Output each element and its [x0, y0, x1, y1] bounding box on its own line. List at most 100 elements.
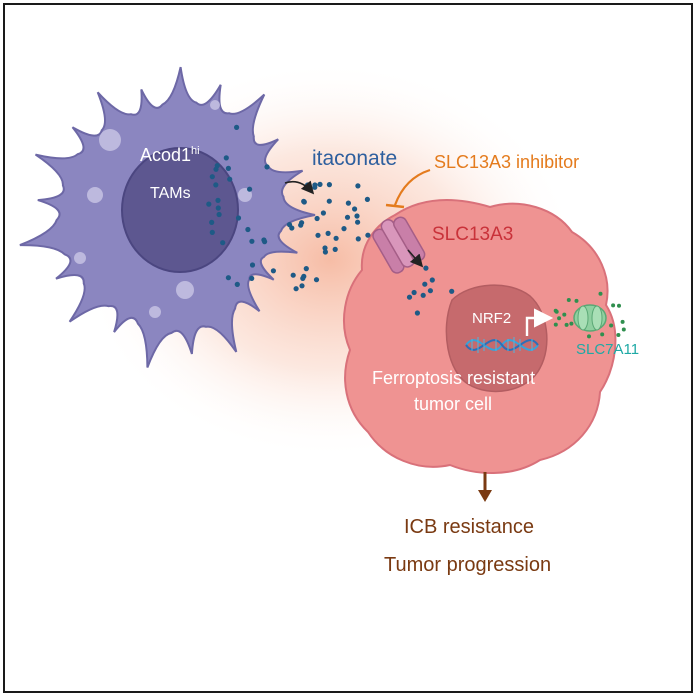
- slc7a11-cargo-dot: [598, 291, 603, 296]
- itaconate-dot: [352, 206, 358, 212]
- itaconate-dot: [215, 205, 221, 211]
- itaconate-import-arrow: [407, 249, 424, 268]
- slc7a11-cargo-dots: [553, 291, 626, 339]
- slc7a11-cargo-dot: [620, 319, 625, 324]
- itaconate-dot: [354, 213, 360, 219]
- itaconate-dot: [414, 310, 420, 316]
- slc7a11-cargo-dot: [600, 332, 605, 337]
- itaconate-dot: [333, 235, 339, 241]
- tams-label: TAMs: [150, 185, 191, 202]
- slc7a11-cargo-dot: [621, 327, 626, 332]
- itaconate-dot: [249, 238, 255, 244]
- itaconate-dot: [206, 201, 212, 207]
- slc7a11-cargo-dot: [587, 334, 591, 339]
- itaconate-dot: [406, 294, 413, 300]
- slc7a11-cargo-dot: [553, 322, 558, 327]
- itaconate-dot: [344, 214, 351, 220]
- itaconate-dot: [320, 210, 326, 216]
- slc7a11-cargo-dot: [616, 333, 621, 337]
- itaconate-dot: [213, 182, 219, 188]
- macrophage-vesicle: [87, 187, 103, 203]
- itaconate-dot: [322, 249, 328, 255]
- tumor-cell-label-line1: Ferroptosis resistant: [372, 368, 536, 388]
- acod1-text: Acod1: [140, 145, 192, 165]
- itaconate-dot: [312, 182, 318, 188]
- itaconate-dot: [423, 265, 429, 271]
- slc13a3-inhibitor-label: SLC13A3 inhibitor: [434, 152, 580, 172]
- itaconate-dot: [264, 164, 270, 170]
- acod1-superscript: hi: [191, 145, 200, 157]
- itaconate-dot: [209, 219, 215, 225]
- itaconate-dot: [322, 245, 328, 251]
- tumor-nucleus: [445, 284, 548, 393]
- itaconate-dot: [225, 165, 231, 171]
- itaconate-dot: [420, 292, 426, 298]
- itaconate-dot: [286, 222, 293, 228]
- slc7a11-cargo-dot: [557, 316, 562, 321]
- macrophage-vesicle: [99, 129, 121, 151]
- itaconate-dot: [313, 277, 320, 283]
- outcome-tumor-progression: Tumor progression: [384, 554, 552, 576]
- itaconate-dot: [214, 163, 220, 169]
- slc7a11-label: SLC7A11: [576, 341, 640, 358]
- itaconate-dot: [299, 220, 305, 226]
- outcome-arrow: [478, 472, 492, 502]
- itaconate-dot: [209, 229, 215, 235]
- inhibitor-symbol: [385, 168, 431, 209]
- itaconate-dot: [355, 183, 361, 189]
- itaconate-dot: [427, 288, 433, 294]
- slc13a3-transporter: [372, 216, 426, 274]
- itaconate-dot: [326, 198, 332, 204]
- itaconate-dot: [290, 272, 296, 278]
- itaconate-dot: [227, 176, 233, 182]
- slc7a11-cargo-dot: [553, 308, 558, 313]
- itaconate-dot: [332, 246, 338, 252]
- slc7a11-cargo-dot: [566, 298, 571, 302]
- itaconate-dot: [449, 288, 455, 294]
- macrophage-vesicle: [149, 306, 161, 318]
- itaconate-dot: [234, 281, 240, 287]
- itaconate-dot: [345, 200, 351, 206]
- tumor-cell: [343, 199, 617, 474]
- macrophage-cell: [19, 66, 316, 368]
- slc7a11-cargo-dot: [609, 323, 614, 328]
- itaconate-dot: [301, 198, 307, 204]
- macrophage-label: Acod1hi: [140, 145, 200, 166]
- itaconate-dot: [326, 182, 332, 188]
- itaconate-dot: [422, 281, 428, 287]
- itaconate-dot: [215, 197, 221, 203]
- itaconate-dot: [365, 232, 371, 238]
- macrophage-vesicle: [74, 252, 86, 264]
- itaconate-dot: [314, 215, 320, 222]
- dna-helix-icon: [465, 337, 539, 353]
- itaconate-dot: [270, 268, 276, 274]
- nrf2-label: NRF2: [472, 310, 512, 327]
- itaconate-dot: [341, 226, 347, 232]
- slc7a11-cargo-dot: [562, 312, 567, 317]
- itaconate-dot: [216, 211, 222, 218]
- itaconate-dot: [235, 215, 242, 221]
- itaconate-dot: [317, 181, 323, 187]
- itaconate-dot: [220, 240, 226, 246]
- itaconate-dot: [355, 219, 361, 225]
- itaconate-dot: [234, 124, 240, 130]
- itaconate-dot: [247, 186, 253, 192]
- itaconate-dot: [411, 289, 417, 296]
- macrophage-nucleus: [121, 147, 239, 273]
- macrophage-vesicle: [176, 281, 194, 299]
- itaconate-dot: [293, 286, 299, 292]
- slc7a11-transporter: [573, 304, 607, 332]
- slc7a11-cargo-dot: [569, 321, 574, 326]
- transcription-arrow: [525, 308, 554, 336]
- itaconate-dot: [355, 236, 361, 242]
- slc13a3-label: SLC13A3: [432, 224, 514, 245]
- outcome-icb-resistance: ICB resistance: [404, 516, 535, 538]
- slc7a11-cargo-dot: [611, 303, 616, 308]
- itaconate-dot: [299, 283, 305, 289]
- itaconate-dot: [315, 232, 321, 238]
- tumor-cell-label-line2: tumor cell: [414, 394, 493, 414]
- itaconate-dot: [225, 275, 231, 281]
- itaconate-dot: [249, 262, 256, 268]
- itaconate-dot: [303, 266, 309, 272]
